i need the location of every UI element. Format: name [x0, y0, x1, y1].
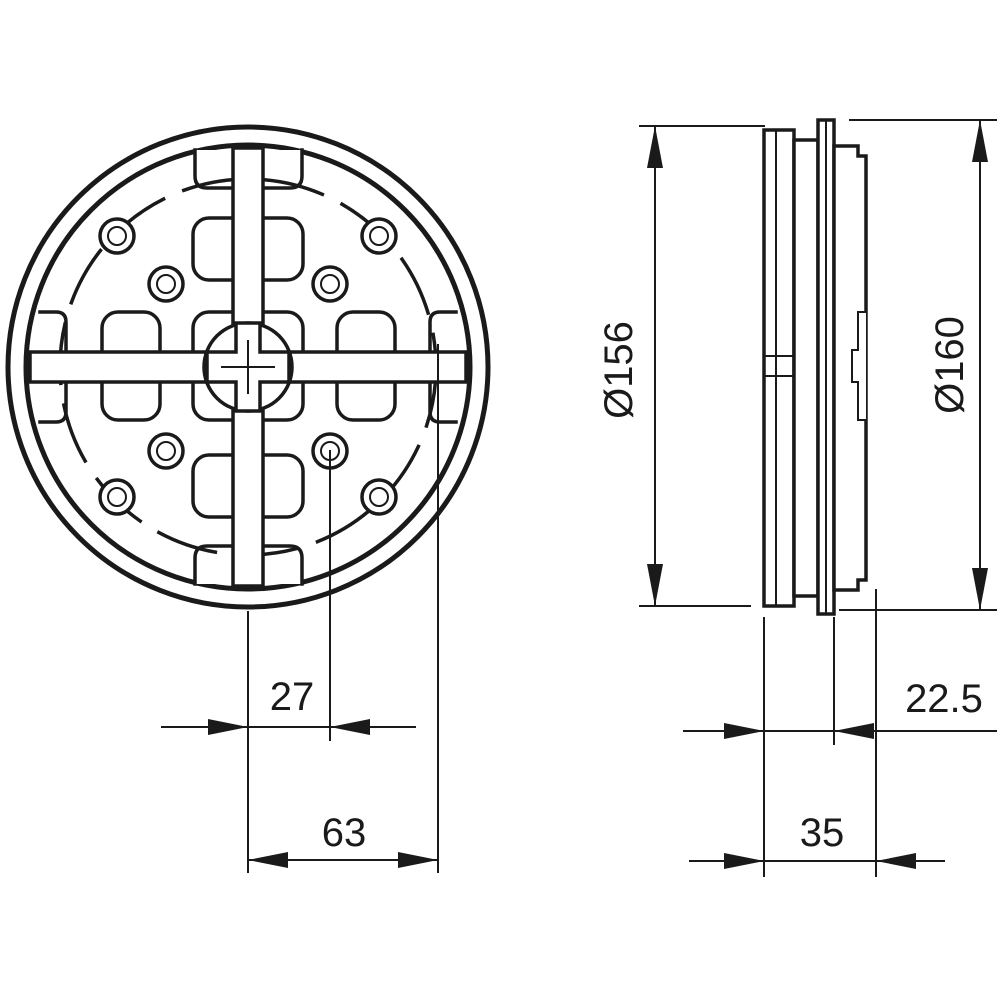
arrow — [724, 853, 764, 869]
arrow — [647, 126, 663, 168]
screw-hole — [360, 217, 398, 255]
screw-hole — [311, 265, 349, 303]
dim-label-160: Ø160 — [928, 316, 972, 414]
side-view — [762, 118, 868, 616]
arrow — [876, 853, 916, 869]
side-body — [762, 128, 796, 608]
side-collar — [832, 144, 868, 592]
inner-rim — [23, 142, 473, 592]
arrow — [330, 719, 370, 735]
screw-hole — [147, 432, 185, 470]
screw-hole — [98, 217, 136, 255]
arrow — [834, 723, 874, 739]
front-view — [5, 124, 491, 610]
arrow — [972, 568, 988, 610]
arrow — [972, 120, 988, 162]
dim-label-63: 63 — [322, 811, 367, 855]
outer-rim — [5, 124, 491, 610]
screw-hole — [147, 265, 185, 303]
dim-label-22-5: 22.5 — [905, 677, 983, 721]
arrow — [398, 852, 438, 868]
screw-hole — [98, 478, 136, 516]
side-dimensions: Ø156 Ø160 22.5 35 — [597, 119, 997, 877]
dim-label-27: 27 — [270, 675, 315, 719]
arrow — [724, 723, 764, 739]
side-middle — [792, 138, 820, 598]
side-collar-tab — [851, 311, 867, 421]
arrow — [248, 852, 288, 868]
dim-label-35: 35 — [800, 811, 845, 855]
arrow — [647, 564, 663, 606]
dim-label-156: Ø156 — [597, 321, 641, 419]
arrow — [208, 719, 248, 735]
screw-hole — [360, 478, 398, 516]
front-dimensions: 27 63 — [161, 344, 439, 873]
screw-holes — [98, 217, 398, 516]
